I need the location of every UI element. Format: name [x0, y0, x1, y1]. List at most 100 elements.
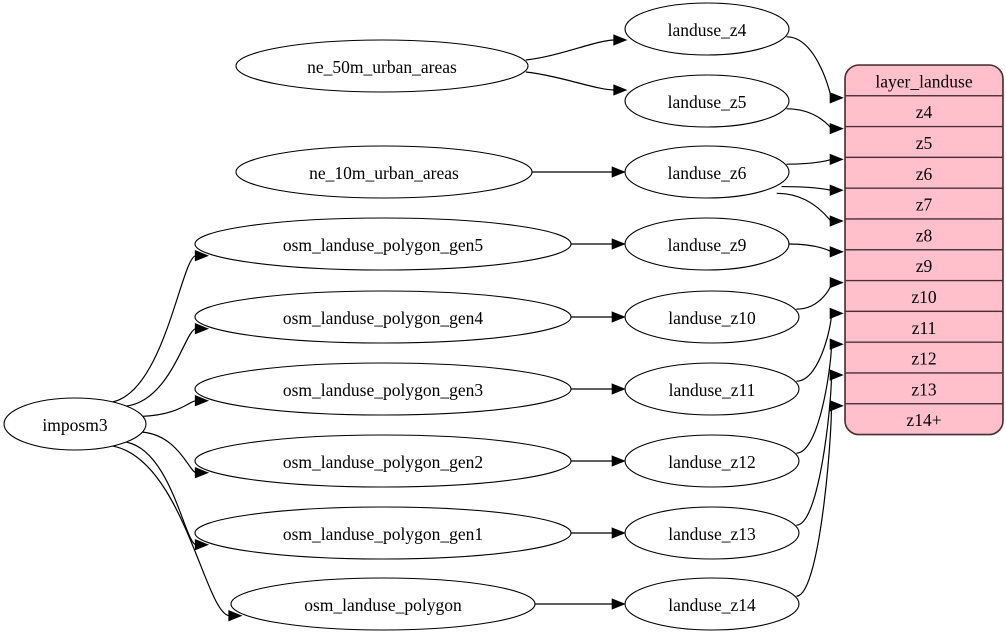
layer-landuse-table: layer_landuse z4 z5 z6 z7 z8 z9 z10 z11 z12 z13 z14…	[844, 64, 1004, 436]
table-node-ne_10m_urban_areas[interactable]: ne_10m_urban_areas	[235, 145, 533, 199]
table-row-label: z4	[916, 102, 933, 122]
edges-layer	[112, 34, 844, 622]
edge-arrowhead	[829, 122, 844, 135]
table-rows-group: layer_landuse z4 z5 z6 z7 z8 z9 z10 z11 z12 z13 z14…	[845, 65, 1003, 435]
table-row[interactable]: z13	[845, 372, 1003, 405]
table-row-label: z13	[911, 379, 937, 399]
edge-imposm3-osm_landuse_polygon_gen3	[142, 400, 197, 417]
view-node-landuse_z14[interactable]: landuse_z14	[624, 577, 800, 631]
edge-imposm3-osm_landuse_polygon_gen2	[142, 431, 197, 474]
table-row[interactable]: z10	[845, 279, 1003, 313]
edge-ne50m-landuse_z4	[525, 39, 615, 61]
edge-arrowhead	[194, 539, 209, 551]
node-label: imposm3	[42, 415, 107, 435]
view-node-landuse_z11[interactable]: landuse_z11	[624, 362, 800, 416]
edge-imposm3-osm_landuse_polygon_gen5	[112, 255, 197, 403]
table-row-label: z8	[916, 225, 933, 245]
edge-imposm3-osm_landuse_polygon	[112, 445, 230, 617]
node-label: landuse_z4	[668, 20, 747, 40]
edge-landuse_z6-row2	[786, 158, 832, 165]
table-node-osm_landuse_polygon_gen3[interactable]: osm_landuse_polygon_gen3	[194, 362, 572, 416]
table-row[interactable]: z5	[845, 125, 1003, 159]
edge-arrowhead	[829, 400, 844, 412]
edge-arrowhead	[829, 276, 844, 289]
table-node-osm_landuse_polygon_gen5[interactable]: osm_landuse_polygon_gen5	[194, 217, 572, 271]
table-node-ne_50m_urban_areas[interactable]: ne_50m_urban_areas	[235, 39, 529, 93]
edge-landuse_z14-row10	[796, 405, 832, 597]
nodes-layer: imposm3 ne_50m_urban_areas ne_10m_urban_ar…	[3, 2, 800, 631]
edge-arrowhead	[829, 369, 844, 381]
node-label: landuse_z6	[668, 163, 747, 183]
node-shape	[624, 434, 800, 488]
edge-arrowhead	[228, 610, 243, 622]
view-node-landuse_z13[interactable]: landuse_z13	[624, 506, 800, 560]
edge-landuse_z5-row1	[786, 108, 832, 130]
edge-imposm3-osm_landuse_polygon_gen4	[126, 328, 197, 407]
edge-arrowhead	[829, 307, 844, 320]
node-shape	[230, 577, 536, 631]
node-shape	[194, 217, 572, 271]
edge-arrowhead	[194, 395, 209, 407]
view-node-landuse_z5[interactable]: landuse_z5	[624, 74, 790, 128]
table-node-osm_landuse_polygon_gen2[interactable]: osm_landuse_polygon_gen2	[194, 434, 572, 488]
table-header: layer_landuse	[845, 65, 1003, 97]
table-node-osm_landuse_polygon[interactable]: osm_landuse_polygon	[230, 577, 536, 631]
node-label: landuse_z11	[669, 380, 756, 400]
table-row[interactable]: z7	[845, 187, 1003, 220]
edge-arrowhead	[611, 598, 626, 610]
edge-arrowhead	[194, 250, 209, 262]
node-shape	[194, 290, 572, 344]
table-row[interactable]: z9	[845, 249, 1003, 282]
table-row[interactable]: z8	[845, 218, 1003, 251]
edge-landuse_z13-row9	[796, 374, 832, 526]
table-row-label: z10	[911, 287, 937, 307]
view-node-landuse_z6[interactable]: landuse_z6	[624, 145, 790, 199]
node-label: osm_landuse_polygon	[304, 595, 462, 615]
node-label: landuse_z14	[668, 595, 756, 615]
edge-arrowhead	[829, 338, 844, 350]
table-row-label: z11	[912, 318, 937, 338]
table-row[interactable]: z12	[845, 341, 1003, 374]
edge-arrowhead	[829, 153, 844, 166]
table-row[interactable]: z11	[845, 310, 1003, 343]
source-node-imposm3[interactable]: imposm3	[3, 397, 147, 451]
edge-arrowhead	[194, 467, 209, 479]
view-node-landuse_z12[interactable]: landuse_z12	[624, 434, 800, 488]
table-row-label: z7	[916, 195, 933, 215]
table-row[interactable]: z6	[845, 156, 1003, 189]
node-label: landuse_z10	[668, 308, 756, 328]
node-shape	[624, 74, 790, 128]
node-shape	[194, 434, 572, 488]
edge-arrowhead	[194, 323, 209, 335]
edge-imposm3-osm_landuse_polygon_gen1	[125, 441, 197, 546]
edge-landuse_z10-row6	[796, 282, 832, 310]
node-shape	[235, 39, 529, 93]
table-row[interactable]: z14+	[845, 403, 1003, 435]
node-shape	[624, 2, 790, 56]
node-shape	[235, 145, 533, 199]
table-node-osm_landuse_polygon_gen4[interactable]: osm_landuse_polygon_gen4	[194, 290, 572, 344]
node-shape	[194, 506, 572, 560]
node-label: landuse_z12	[668, 452, 755, 472]
table-outline	[844, 64, 1004, 436]
view-node-landuse_z4[interactable]: landuse_z4	[624, 2, 790, 56]
edge-ne50m-landuse_z5	[525, 71, 615, 91]
table-row[interactable]: z4	[845, 95, 1003, 128]
table-row-label: z12	[911, 349, 936, 369]
node-shape	[624, 362, 800, 416]
edge-arrowhead	[611, 238, 626, 250]
table-header-label: layer_landuse	[875, 71, 972, 91]
view-node-landuse_z10[interactable]: landuse_z10	[624, 290, 800, 344]
node-label: landuse_z9	[668, 235, 747, 255]
node-label: osm_landuse_polygon_gen1	[283, 524, 483, 544]
node-shape	[624, 145, 790, 199]
node-label: landuse_z5	[668, 92, 747, 112]
edge-arrowhead	[611, 527, 626, 539]
node-label: landuse_z13	[668, 524, 756, 544]
edge-arrowhead	[613, 84, 628, 96]
table-node-osm_landuse_polygon_gen1[interactable]: osm_landuse_polygon_gen1	[194, 506, 572, 560]
table-row-label: z5	[916, 133, 933, 153]
view-node-landuse_z9[interactable]: landuse_z9	[624, 217, 790, 271]
